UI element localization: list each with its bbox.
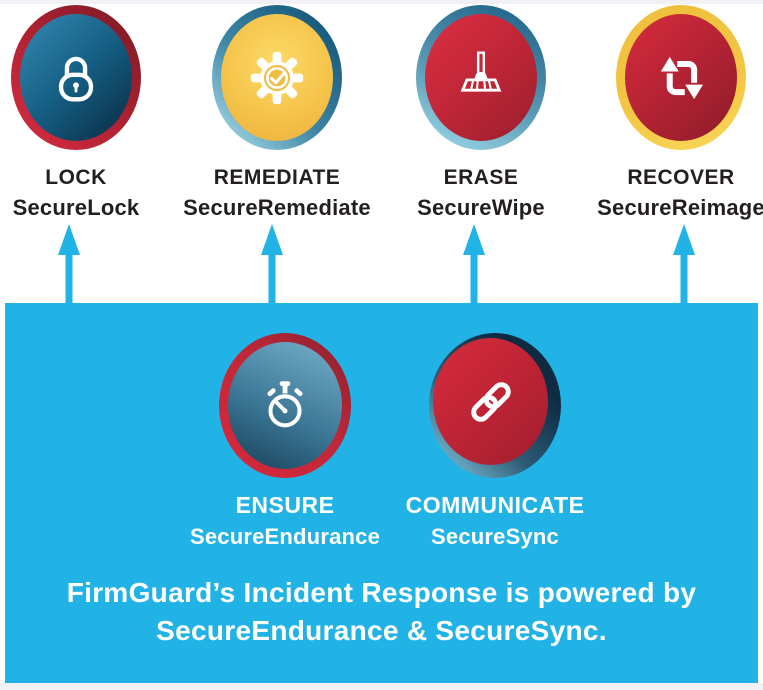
- step-subtitle: SecureReimage: [597, 195, 763, 220]
- bottom-edge-strip: [0, 683, 763, 690]
- broom-icon: [451, 48, 511, 108]
- ensure-circle-ring: [219, 333, 351, 478]
- up-arrow-icon: [56, 224, 82, 304]
- remediate-circle: [221, 14, 333, 141]
- step-subtitle: SecureEndurance: [189, 524, 381, 549]
- chain-link-icon: [461, 372, 521, 432]
- step-title: LOCK: [45, 166, 107, 189]
- recover-circle: [625, 14, 737, 141]
- step-erase: ERASE SecureWipe: [371, 5, 591, 221]
- step-title: REMEDIATE: [213, 166, 341, 189]
- step-title: RECOVER: [627, 166, 735, 189]
- step-lock: LOCK SecureLock: [0, 5, 186, 221]
- lock-circle: [20, 14, 132, 141]
- communicate-circle-ring: [429, 333, 561, 478]
- lock-icon: [47, 49, 105, 107]
- up-arrow-icon: [461, 224, 487, 304]
- stopwatch-icon: [254, 375, 316, 437]
- step-ensure: ENSURE SecureEndurance: [165, 333, 405, 550]
- ensure-circle: [228, 342, 342, 469]
- step-subtitle: SecureWipe: [417, 195, 545, 220]
- erase-circle-ring: [416, 5, 546, 150]
- step-remediate: REMEDIATE SecureRemediate: [167, 5, 387, 221]
- step-recover: RECOVER SecureReimage: [571, 5, 763, 221]
- step-subtitle: SecureLock: [12, 195, 140, 220]
- step-title: COMMUNICATE: [405, 492, 585, 518]
- step-subtitle: SecureRemediate: [183, 195, 371, 220]
- repeat-arrows-icon: [651, 48, 711, 108]
- step-title: ENSURE: [235, 492, 335, 518]
- panel-caption: FirmGuard’s Incident Response is powered…: [5, 574, 758, 650]
- up-arrow-icon: [671, 224, 697, 304]
- caption-line-2: SecureEndurance & SecureSync.: [156, 615, 607, 646]
- lock-circle-ring: [11, 5, 141, 150]
- caption-line-1: FirmGuard’s Incident Response is powered…: [66, 577, 697, 608]
- erase-circle: [425, 14, 537, 141]
- communicate-circle: [433, 338, 548, 465]
- recover-circle-ring: [616, 5, 746, 150]
- remediate-circle-ring: [212, 5, 342, 150]
- step-title: ERASE: [443, 166, 519, 189]
- step-subtitle: SecureSync: [431, 524, 559, 549]
- up-arrow-icon: [259, 224, 285, 304]
- gear-check-icon: [246, 47, 308, 109]
- incident-response-panel: ENSURE SecureEndurance COMMU: [5, 303, 758, 683]
- step-communicate: COMMUNICATE SecureSync: [375, 333, 615, 550]
- top-edge-strip: [0, 0, 763, 4]
